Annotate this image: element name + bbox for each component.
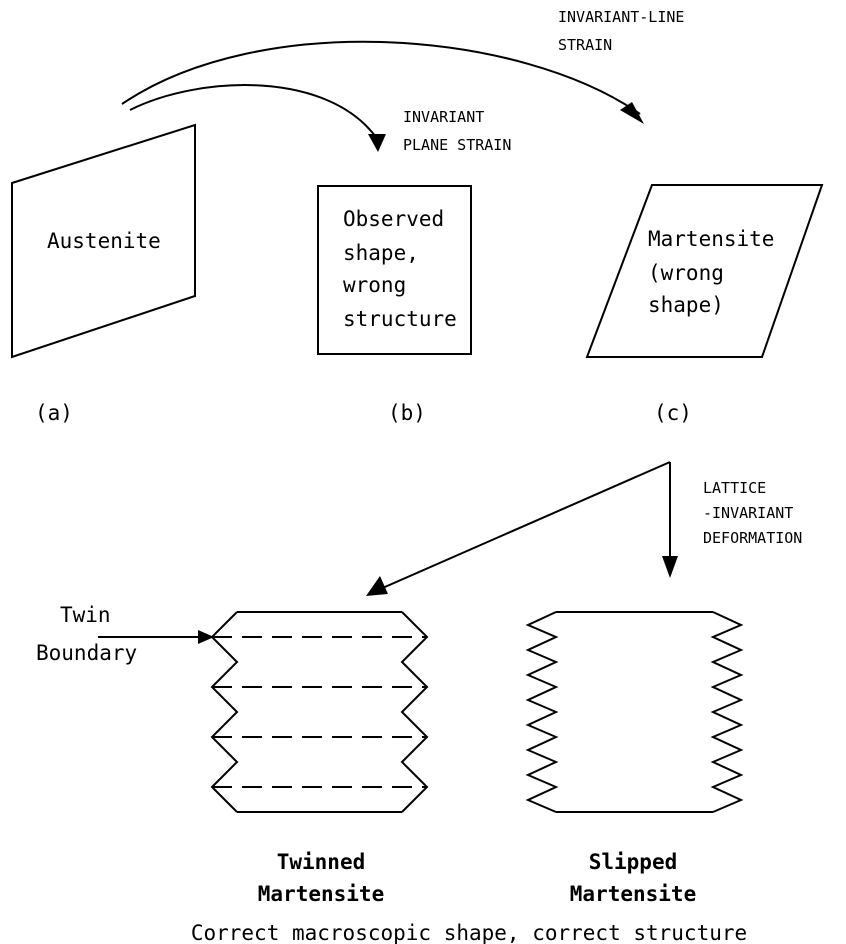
- slipped-label-2: Martensite: [570, 882, 696, 906]
- invariant-line-strain-label-2: STRAIN: [558, 36, 612, 54]
- twin-boundary-label-1: Twin: [60, 603, 111, 627]
- panel-c-label: (c): [654, 401, 692, 425]
- panel-a-label: (a): [35, 401, 73, 425]
- invariant-line-strain-label-1: INVARIANT-LINE: [558, 8, 684, 26]
- martensite-wrong-shape: [585, 184, 824, 358]
- observed-label-1: Observed: [343, 207, 444, 231]
- twinned-label-1: Twinned: [277, 850, 366, 874]
- lattice-label-3: DEFORMATION: [703, 529, 802, 547]
- twinned-label-2: Martensite: [258, 882, 384, 906]
- invariant-plane-strain-label-1: INVARIANT: [403, 108, 484, 126]
- lattice-label-2: -INVARIANT: [703, 504, 793, 522]
- invariant-plane-strain-arrowhead: [368, 134, 386, 152]
- invariant-plane-strain-arrow: [129, 84, 379, 141]
- twin-boundary-pointer-head: [198, 630, 214, 644]
- austenite-label: Austenite: [47, 229, 161, 253]
- observed-label-3: wrong: [343, 273, 406, 297]
- twin-boundary-label-2: Boundary: [36, 641, 137, 665]
- invariant-plane-strain-label-2: PLANE STRAIN: [403, 136, 511, 154]
- invariant-line-strain-arrow: [121, 40, 641, 115]
- twinned-martensite-shape: [210, 611, 429, 813]
- lattice-label-1: LATTICE: [703, 479, 766, 497]
- martensite-wrong-label-2: (wrong: [648, 261, 724, 285]
- observed-label-4: structure: [343, 307, 457, 331]
- lattice-arrow-to-slipped-head: [662, 556, 678, 578]
- lattice-arrow-to-twinned-head: [366, 576, 388, 596]
- slipped-martensite-shape: [525, 611, 744, 813]
- martensite-wrong-label-1: Martensite: [648, 227, 774, 251]
- panel-b-label: (b): [388, 401, 426, 425]
- figure-caption: Correct macroscopic shape, correct struc…: [191, 921, 747, 944]
- lattice-arrow-to-twinned: [377, 461, 671, 591]
- observed-label-2: shape,: [343, 241, 419, 265]
- martensite-wrong-label-3: shape): [648, 293, 724, 317]
- austenite-shape: [11, 123, 196, 359]
- slipped-label-1: Slipped: [589, 850, 678, 874]
- observed-shape-box: [317, 185, 472, 355]
- invariant-line-strain-arrowhead: [620, 102, 644, 124]
